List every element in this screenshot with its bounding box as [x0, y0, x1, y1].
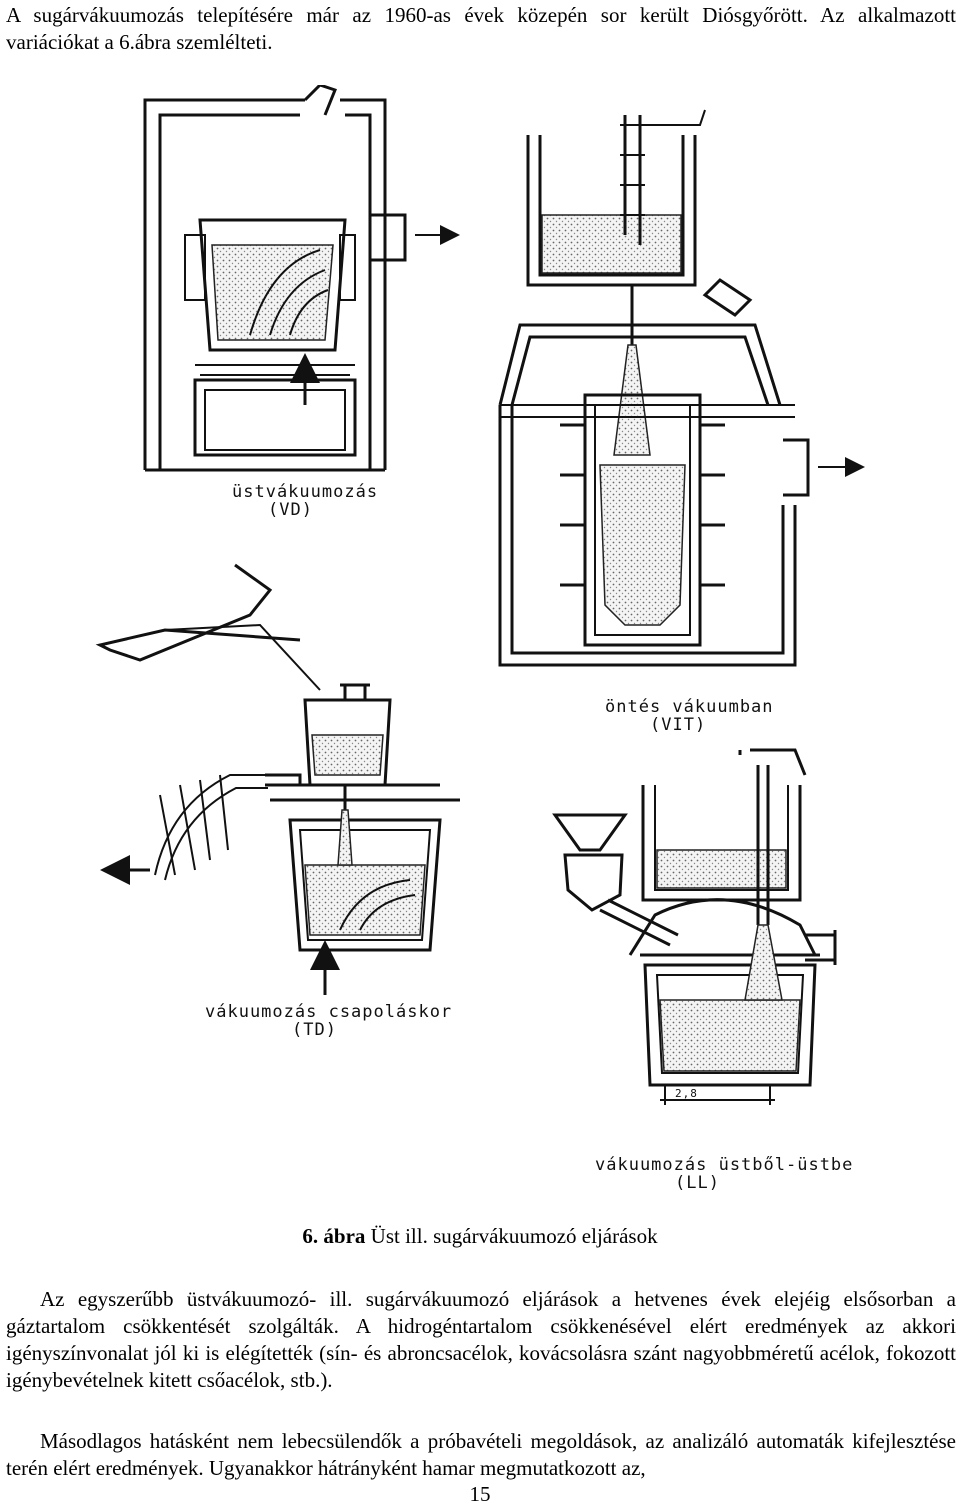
intro-paragraph: A sugárvákuumozás telepítésére már az 19… [6, 3, 956, 54]
figure-caption: 6. ábra Üst ill. sugárvákuumozó eljáráso… [0, 1224, 960, 1249]
caption-number: 6. ábra [302, 1224, 366, 1248]
vit-label: öntés vákuumban [605, 697, 774, 717]
vit-drawing: öntés vákuumban (VIT) [498, 109, 865, 735]
td-label: vákuumozás csapoláskor [205, 1002, 452, 1022]
vd-drawing: üstvákuumozás (VD) [143, 85, 460, 520]
page-number: 15 [469, 1482, 491, 1506]
ll-dimension: 2,8 [675, 1087, 698, 1100]
body-paragraph-1: Az egyszerűbb üstvákuumozó- ill. sugárvá… [6, 1286, 956, 1394]
ll-code: (LL) [675, 1173, 720, 1193]
body-paragraph-2-text: Másodlagos hatásként nem lebecsülendők a… [6, 1429, 956, 1480]
ll-label: vákuumozás üstből-üstbe [595, 1155, 853, 1175]
td-code: (TD) [292, 1020, 337, 1040]
caption-text: Üst ill. sugárvákuumozó eljárások [365, 1224, 658, 1248]
ll-drawing: 2,8 vákuumozás üstből-üstbe (LL) [552, 748, 853, 1193]
body-paragraph-2: Másodlagos hatásként nem lebecsülendők a… [6, 1428, 956, 1482]
vit-code: (VIT) [650, 715, 706, 735]
td-drawing: vákuumozás csapoláskor (TD) [95, 563, 460, 1040]
body-paragraph-1-text: Az egyszerűbb üstvákuumozó- ill. sugárvá… [6, 1287, 956, 1392]
vd-code: (VD) [268, 500, 313, 520]
vd-label: üstvákuumozás [232, 482, 378, 502]
figure-6-diagram: üstvákuumozás (VD) öntés [0, 85, 960, 1215]
